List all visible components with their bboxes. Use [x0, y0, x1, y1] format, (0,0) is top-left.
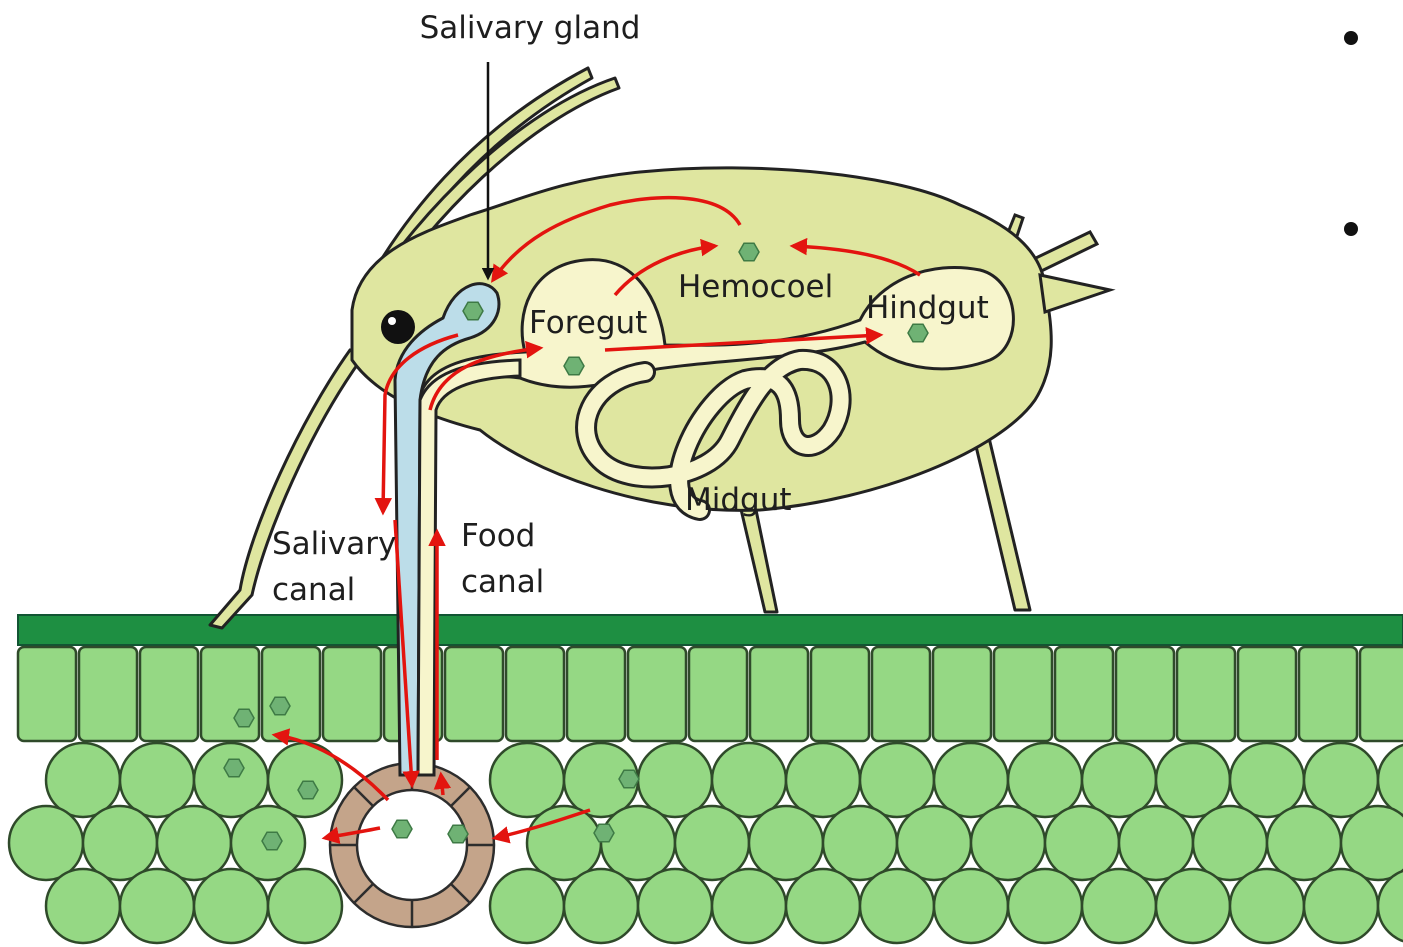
virus-particle-icon: [392, 820, 412, 837]
spongy-cell: [675, 806, 749, 880]
spongy-cell: [1304, 869, 1378, 943]
spongy-cell: [46, 743, 120, 817]
palisade-cell: [79, 647, 137, 741]
spongy-cell: [490, 743, 564, 817]
cauda: [1040, 275, 1110, 312]
aphid-eye: [381, 310, 415, 344]
spongy-cell: [1230, 743, 1304, 817]
spongy-cell: [1230, 869, 1304, 943]
label-salivary-gland: Salivary gland: [420, 10, 641, 46]
label-food-canal-line1: Food: [461, 518, 535, 554]
virus-particle-icon: [298, 781, 318, 798]
spongy-cell: [897, 806, 971, 880]
spongy-cell: [564, 869, 638, 943]
palisade-cell: [1055, 647, 1113, 741]
palisade-cell: [994, 647, 1052, 741]
virus-particle-icon: [594, 824, 614, 841]
spongy-cell: [1082, 869, 1156, 943]
label-food-canal-line2: canal: [461, 564, 544, 600]
spongy-cell: [46, 869, 120, 943]
spongy-cell: [712, 869, 786, 943]
spongy-cell: [1156, 743, 1230, 817]
spongy-cell: [1045, 806, 1119, 880]
palisade-cell: [140, 647, 198, 741]
spongy-cell: [971, 806, 1045, 880]
palisade-cell: [1299, 647, 1357, 741]
spongy-cell: [120, 743, 194, 817]
spongy-cell: [268, 869, 342, 943]
label-midgut: Midgut: [685, 482, 792, 518]
palisade-cell: [1177, 647, 1235, 741]
palisade-cell: [323, 647, 381, 741]
bullet-dot-icon: [1344, 222, 1358, 236]
spongy-cell: [601, 806, 675, 880]
spongy-cell: [638, 869, 712, 943]
virus-particle-icon: [908, 324, 928, 341]
palisade-cell: [1238, 647, 1296, 741]
palisade-cell-row: [18, 647, 1403, 741]
label-foregut: Foregut: [529, 305, 647, 341]
virus-particle-icon: [739, 243, 759, 260]
spongy-cell: [860, 743, 934, 817]
palisade-cell: [628, 647, 686, 741]
palisade-cell: [506, 647, 564, 741]
virus-particle-icon: [262, 832, 282, 849]
virus-particle-icon: [619, 770, 639, 787]
spongy-cell: [1156, 869, 1230, 943]
spongy-cell: [1008, 869, 1082, 943]
spongy-cell: [786, 743, 860, 817]
spongy-cell: [1267, 806, 1341, 880]
spongy-cell: [9, 806, 83, 880]
spongy-cell: [120, 869, 194, 943]
label-salivary-canal-line1: Salivary: [272, 526, 396, 562]
spongy-cell: [712, 743, 786, 817]
virus-particle-icon: [564, 357, 584, 374]
spongy-cell: [786, 869, 860, 943]
palisade-cell: [933, 647, 991, 741]
spongy-cell: [157, 806, 231, 880]
spongy-cell: [1119, 806, 1193, 880]
palisade-cell: [1360, 647, 1403, 741]
spongy-cell: [83, 806, 157, 880]
label-hindgut: Hindgut: [866, 290, 989, 326]
phloem-sieve-element: [330, 763, 494, 927]
virus-particle-icon: [448, 825, 468, 842]
spongy-cell: [1008, 743, 1082, 817]
palisade-cell: [750, 647, 808, 741]
spongy-cell: [194, 869, 268, 943]
palisade-cell: [1116, 647, 1174, 741]
virus-particle-icon: [234, 709, 254, 726]
leaf-tissue: [9, 615, 1403, 943]
spongy-cell: [934, 869, 1008, 943]
virus-particle-icon: [270, 697, 290, 714]
palisade-cell: [811, 647, 869, 741]
virus-particle-icon: [224, 759, 244, 776]
palisade-cell: [872, 647, 930, 741]
palisade-cell: [567, 647, 625, 741]
spongy-cell: [194, 743, 268, 817]
spongy-cell: [490, 869, 564, 943]
arrow-icon: [441, 775, 443, 795]
spongy-cell: [1304, 743, 1378, 817]
spongy-cell: [1082, 743, 1156, 817]
spongy-cell: [860, 869, 934, 943]
spongy-cell: [749, 806, 823, 880]
label-salivary-canal-line2: canal: [272, 572, 355, 608]
bullet-dot-icon: [1344, 31, 1358, 45]
spongy-cell: [934, 743, 1008, 817]
palisade-cell: [201, 647, 259, 741]
virus-particle-icon: [463, 302, 483, 319]
palisade-cell: [262, 647, 320, 741]
spongy-cell: [823, 806, 897, 880]
label-hemocoel: Hemocoel: [678, 269, 833, 305]
spongy-cell: [638, 743, 712, 817]
spongy-cell-layer: [9, 743, 1403, 943]
palisade-cell: [689, 647, 747, 741]
palisade-cell: [445, 647, 503, 741]
spongy-cell: [1193, 806, 1267, 880]
palisade-cell: [18, 647, 76, 741]
